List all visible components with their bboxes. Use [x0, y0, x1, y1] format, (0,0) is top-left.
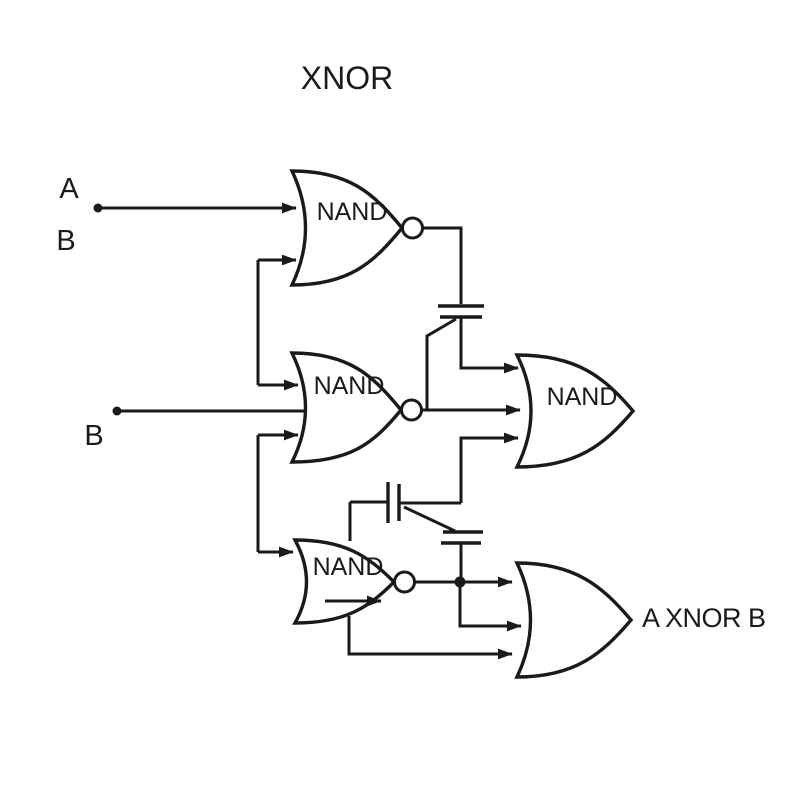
diagram-title: XNOR: [301, 60, 393, 96]
input-a-label: A: [59, 173, 79, 205]
gate-nand-bottom-left: NAND: [292, 538, 416, 625]
gate4-label: NAND: [313, 553, 384, 581]
gate-nand-middle-left: NAND: [289, 351, 423, 464]
gate-body-nand-middle-right: [514, 353, 636, 469]
wire-gate5-bottom-input: [347, 616, 513, 660]
wire-gate3-top-input: [459, 317, 519, 374]
inverter-bubble-gate4: [393, 570, 416, 594]
wires: [93, 202, 522, 660]
gate2-label: NAND: [314, 372, 385, 400]
input-b-upper-label: B: [56, 225, 75, 257]
gate-body-bottom-right: [514, 561, 634, 679]
gate-nand-middle-right: NAND: [514, 353, 636, 469]
gate3-label: NAND: [547, 383, 618, 411]
gate-bottom-right: [514, 561, 634, 679]
gate-nand-top-left: NAND: [289, 169, 424, 287]
wire-gate1-output: [422, 226, 463, 304]
wire-gate3-bottom-input: [459, 432, 519, 503]
wire-capacitor1-tap: [425, 317, 457, 410]
gate-body-nand-middle-left: [289, 351, 404, 464]
output-label: A XNOR B: [642, 603, 766, 633]
wire-capacitor3-diagonal: [403, 505, 456, 533]
inverter-bubble-gate1: [401, 216, 424, 240]
gate-body-nand-top-left: [289, 169, 405, 287]
inverter-bubble-gate2: [400, 398, 423, 422]
input-b-lower-label: B: [84, 420, 103, 452]
gate1-label: NAND: [317, 198, 388, 226]
wire-gate5-middle-input: [458, 582, 522, 632]
